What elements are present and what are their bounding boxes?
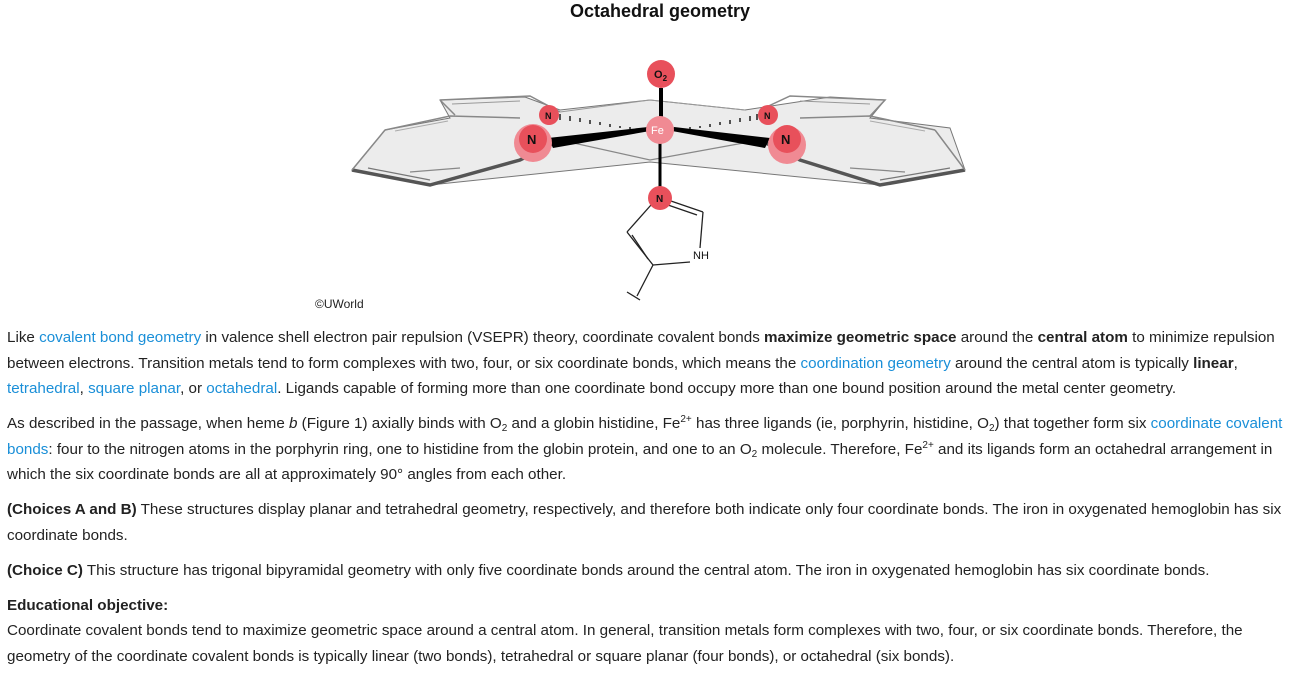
heme-octahedral-diagram: O2 Fe N N N N N NH (351, 60, 966, 301)
svg-text:N: N (656, 194, 663, 205)
explanation-paragraph-1: Like covalent bond geometry in valence s… (7, 329, 1275, 397)
copyright-notice: ©UWorld (315, 297, 364, 311)
educational-objective-heading: Educational objective: (7, 596, 169, 614)
atom-o2 (647, 60, 675, 88)
explanation-choices-a-b: (Choices A and B) These structures displ… (7, 501, 1282, 544)
atom-fe (646, 116, 674, 144)
atom-n-back-right (758, 105, 778, 125)
link-square-planar[interactable]: square planar (88, 380, 181, 397)
svg-text:N: N (545, 111, 552, 121)
explanation-body: Like covalent bond geometry in valence s… (7, 325, 1307, 669)
link-coordinate-covalent-bonds[interactable]: coordinate covalent bonds (7, 415, 1283, 458)
link-covalent-bond-geometry[interactable]: covalent bond geometry (39, 329, 202, 346)
atom-nh-label: NH (693, 250, 709, 262)
link-octahedral[interactable]: octahedral (206, 380, 278, 397)
wedge-bond-left (548, 127, 650, 148)
wedge-bond-right (672, 127, 770, 148)
svg-text:N: N (527, 132, 536, 147)
educational-objective-text: Coordinate covalent bonds tend to maximi… (7, 622, 1243, 665)
figure-title: Octahedral geometry (569, 1, 751, 21)
link-coordination-geometry[interactable]: coordination geometry (800, 354, 951, 372)
explanation-paragraph-2: As described in the passage, when heme b… (7, 414, 1283, 484)
atom-fe-label: Fe (651, 125, 664, 137)
svg-text:N: N (764, 111, 771, 121)
explanation-choice-c: (Choice C) This structure has trigonal b… (7, 561, 1210, 579)
svg-text:N: N (781, 132, 790, 147)
link-tetrahedral[interactable]: tetrahedral (7, 380, 80, 397)
atom-n-histidine (648, 186, 672, 210)
hashed-bonds (559, 114, 758, 129)
histidine-imidazole (626, 199, 704, 301)
atom-n-back-left (539, 105, 559, 125)
